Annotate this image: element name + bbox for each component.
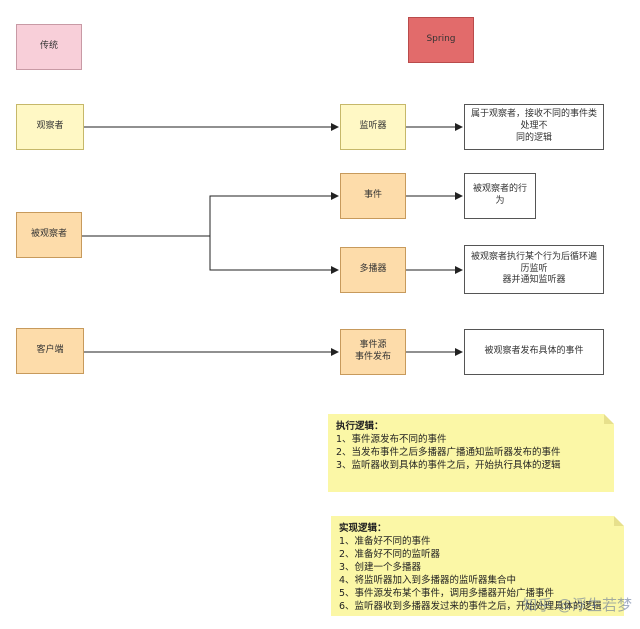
legend-spring: Spring (408, 17, 474, 63)
note-execution-logic: 执行逻辑： 1、事件源发布不同的事件 2、当发布事件之后多播器广播通知监听器发布… (328, 414, 614, 492)
node-observed: 被观察者 (16, 212, 82, 258)
note-implementation-line: 5、事件源发布某个事件，调用多播器开始广播事件 (339, 588, 555, 599)
node-event-source-label-1: 事件源 (359, 340, 387, 351)
note-implementation-line: 4、将监听器加入到多播器的监听器集合中 (339, 575, 517, 586)
node-multicaster: 多播器 (340, 247, 406, 293)
node-event-source-label-2: 事件发布 (354, 352, 391, 362)
note-execution-line: 3、监听器收到具体的事件之后，开始执行具体的逻辑 (336, 460, 561, 471)
desc-listener-line-1: 属于观察者，接收不同的事件类处理不 (471, 109, 598, 132)
arrow-observed-to-event (82, 192, 339, 237)
desc-multicaster: 被观察者执行某个行为后循环遍历监听 器并通知监听器 (464, 245, 604, 294)
note-implementation-line: 2、准备好不同的监听器 (339, 549, 441, 560)
desc-multicaster-line-1: 被观察者执行某个行为后循环遍历监听 (471, 251, 598, 274)
note-implementation-line: 1、准备好不同的事件 (339, 536, 431, 547)
desc-event: 被观察者的行为 (464, 173, 536, 219)
desc-listener-line-2: 同的逻辑 (515, 132, 552, 143)
node-event-source: 事件源 事件发布 (340, 329, 406, 375)
legend-traditional: 传统 (16, 24, 82, 70)
note-implementation-logic: 实现逻辑： 1、准备好不同的事件 2、准备好不同的监听器 3、创建一个多播器 4… (331, 516, 624, 616)
node-observed-label: 被观察者 (30, 229, 67, 240)
note-implementation-line: 6、监听器收到多播器发过来的事件之后，开始处理具体的逻辑 (339, 601, 602, 612)
desc-event-source-text: 被观察者发布具体的事件 (484, 346, 584, 357)
note-fold-corner (614, 516, 624, 526)
watermark: 知乎 @浮生若梦 (522, 596, 632, 614)
node-observer-label: 观察者 (36, 121, 64, 132)
desc-event-source: 被观察者发布具体的事件 (464, 329, 604, 375)
legend-spring-label: Spring (426, 34, 456, 45)
note-fold-corner (604, 414, 614, 424)
note-execution-line: 1、事件源发布不同的事件 (336, 434, 447, 445)
note-execution-line: 2、当发布事件之后多播器广播通知监听器发布的事件 (336, 447, 561, 458)
desc-multicaster-line-2: 器并通知监听器 (502, 275, 566, 286)
note-implementation-line: 3、创建一个多播器 (339, 562, 422, 573)
note-execution-title: 执行逻辑： (336, 421, 384, 432)
desc-listener: 属于观察者，接收不同的事件类处理不 同的逻辑 (464, 104, 604, 150)
legend-traditional-label: 传统 (39, 41, 58, 52)
arrow-observed-to-multicaster (209, 236, 339, 274)
node-listener: 监听器 (340, 104, 406, 150)
desc-event-text: 被观察者的行为 (472, 184, 527, 206)
node-event: 事件 (340, 173, 406, 219)
node-listener-label: 监听器 (359, 121, 387, 132)
node-client: 客户端 (16, 328, 84, 374)
node-multicaster-label: 多播器 (359, 264, 387, 275)
node-event-label: 事件 (363, 190, 382, 201)
node-client-label: 客户端 (36, 345, 64, 356)
note-implementation-title: 实现逻辑： (339, 523, 387, 534)
node-observer: 观察者 (16, 104, 84, 150)
